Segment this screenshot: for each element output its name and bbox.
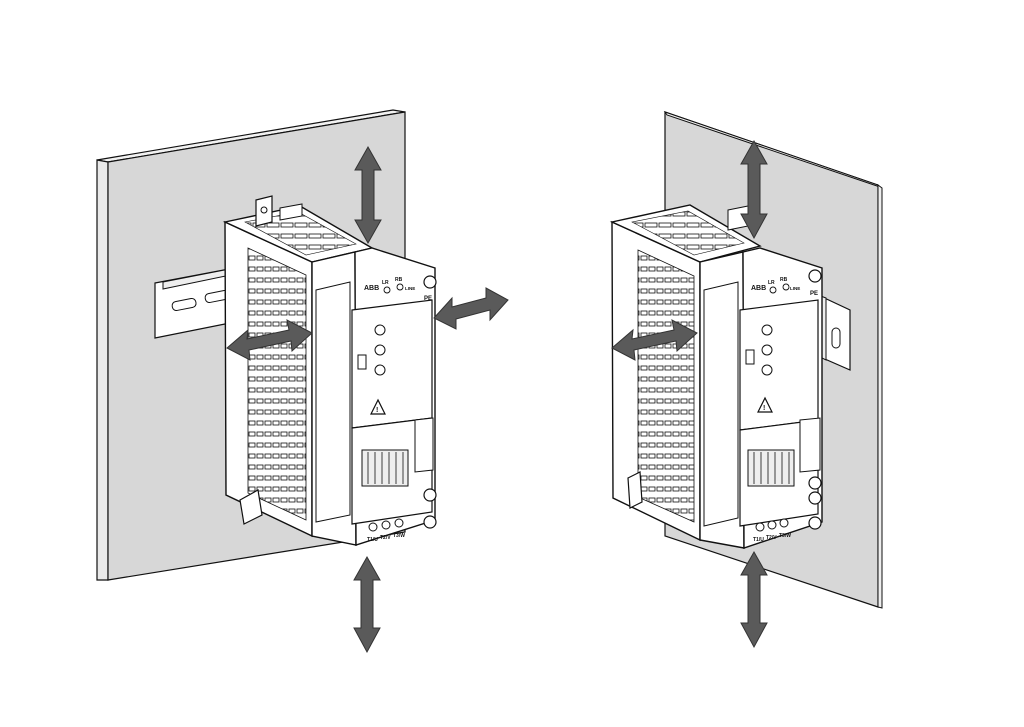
left-front-arrow-icon bbox=[433, 287, 509, 330]
right-motor-terminal-icon bbox=[755, 522, 765, 532]
right-led-label-rb: RB bbox=[780, 277, 788, 283]
left-led-indicator-icon bbox=[383, 286, 391, 294]
right-warning-triangle-icon bbox=[757, 396, 773, 413]
left-pe-label: PE bbox=[424, 296, 432, 302]
left-drive-unit: ABB LR RB LINE PE ! bbox=[222, 195, 437, 546]
right-motor-terminal-icon bbox=[779, 518, 789, 528]
left-led-label-line: LINE bbox=[405, 286, 415, 291]
left-led-label-rb: RB bbox=[395, 277, 403, 283]
right-control-terminal-block bbox=[747, 449, 795, 487]
right-pot-knob-icon bbox=[761, 324, 773, 336]
left-top-arrow-icon bbox=[354, 145, 382, 245]
right-top-arrow-icon bbox=[740, 139, 768, 240]
left-horizontal-arrow-icon bbox=[226, 319, 313, 361]
left-pot-knob-icon bbox=[374, 324, 386, 336]
left-led-label-lr: LR bbox=[382, 280, 389, 286]
right-terminal-screw-icon bbox=[808, 476, 822, 490]
left-warning-triangle-icon bbox=[370, 398, 386, 415]
left-bottom-arrow-icon bbox=[353, 555, 381, 654]
left-motor-terminal-icon bbox=[368, 522, 378, 532]
left-assembly: ABB LR RB LINE PE ! bbox=[96, 109, 509, 654]
left-clearance-arrows bbox=[226, 145, 509, 654]
right-terminal-label-u: T1/U bbox=[753, 537, 764, 543]
left-terminal-screw-icon bbox=[423, 488, 437, 502]
right-led-label-line: LINE bbox=[790, 286, 800, 291]
left-motor-terminal-icon bbox=[394, 518, 404, 528]
right-bottom-arrow-icon bbox=[740, 550, 768, 649]
right-led-label-lr: LR bbox=[768, 280, 775, 286]
right-terminal-screw-icon bbox=[808, 491, 822, 505]
left-terminal-label-u: T1/U bbox=[367, 537, 378, 543]
left-brand-logo: ABB bbox=[364, 285, 379, 292]
right-din-rail bbox=[817, 294, 851, 371]
right-pe-screw-icon bbox=[808, 269, 822, 283]
right-terminal-label-v: T2/V bbox=[766, 535, 777, 541]
left-terminal-label-v: T2/V bbox=[380, 535, 391, 541]
right-pot-knob-icon bbox=[761, 344, 773, 356]
right-led-indicator-icon bbox=[769, 286, 777, 294]
left-terminal-screw-icon bbox=[423, 515, 437, 529]
left-warning-mark: ! bbox=[376, 407, 378, 414]
right-clearance-arrows bbox=[611, 139, 768, 649]
right-led-indicator-icon bbox=[782, 283, 790, 291]
left-pe-screw-icon bbox=[423, 275, 437, 289]
right-warning-mark: ! bbox=[763, 405, 765, 412]
right-drive-unit: ABB LR RB LINE PE ! bbox=[609, 204, 823, 549]
left-control-terminal-block bbox=[361, 449, 409, 487]
right-brand-logo: ABB bbox=[751, 285, 766, 292]
right-motor-terminal-icon bbox=[767, 520, 777, 530]
left-motor-terminal-icon bbox=[381, 520, 391, 530]
left-terminal-label-w: T3/W bbox=[393, 533, 405, 539]
right-terminal-label-w: T3/W bbox=[779, 533, 791, 539]
right-horizontal-arrow-icon bbox=[611, 319, 698, 361]
left-pot-knob-icon bbox=[374, 364, 386, 376]
right-terminal-screw-icon bbox=[808, 516, 822, 530]
right-pot-knob-icon bbox=[761, 364, 773, 376]
left-led-indicator-icon bbox=[396, 283, 404, 291]
right-pe-label: PE bbox=[810, 291, 818, 297]
right-assembly: ABB LR RB LINE PE ! bbox=[609, 111, 883, 649]
left-din-rail bbox=[154, 265, 246, 339]
left-pot-knob-icon bbox=[374, 344, 386, 356]
